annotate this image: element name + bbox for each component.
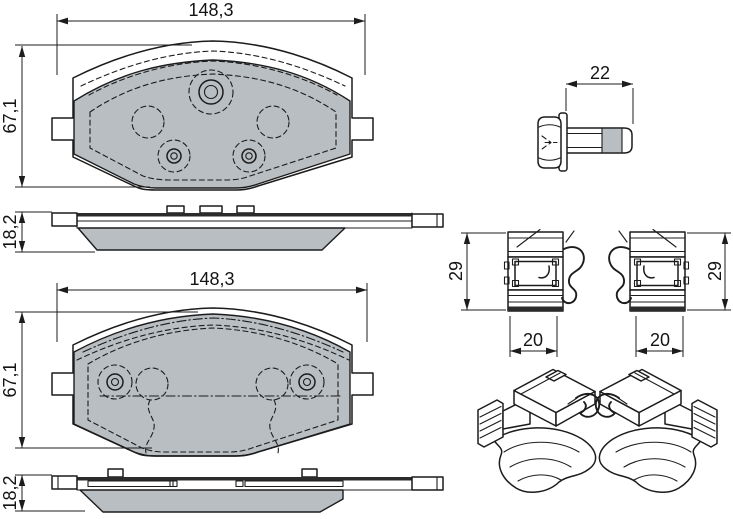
side-ear-left [51, 212, 78, 227]
dim-label-thickness-bottom: 18,2 [0, 475, 20, 510]
clip-3d-right [594, 368, 718, 494]
friction-material-side-bottom [79, 489, 344, 513]
dim-clip-width-left: 20 [509, 316, 558, 357]
dim-width-top: 148,3 [56, 0, 366, 75]
friction-material-top [73, 59, 351, 189]
pad-holes-top [131, 69, 290, 173]
clip-spring-wire [561, 246, 585, 305]
dim-label-width-top: 148,3 [188, 0, 233, 20]
clip-3d-left [477, 368, 601, 494]
dim-thickness-bottom: 18,2 [0, 474, 85, 512]
side-ear-left-2 [51, 475, 78, 490]
pad-front-view-bottom [51, 307, 374, 457]
dim-label-bolt-length: 22 [590, 63, 610, 83]
clip3d-guide-plate [493, 427, 597, 494]
backplate-edge [77, 213, 412, 217]
clip-2d-left [503, 228, 585, 312]
dim-label-clip-width-left: 20 [523, 330, 543, 350]
pad-holes-bottom [97, 364, 325, 401]
dim-clip-height-right: 29 [687, 232, 731, 311]
dim-height-bottom: 67,1 [0, 311, 198, 449]
pad-front-view-top [51, 40, 374, 191]
friction-inner-contour-top [89, 73, 337, 181]
friction-inner-contour-bottom [87, 327, 339, 453]
clip-2d-right [608, 228, 690, 312]
pad-side-view-bottom [51, 468, 444, 513]
bolt-view: 22 [537, 63, 634, 172]
dim-height-top: 67,1 [0, 44, 192, 188]
backplate-edge-2 [77, 477, 412, 481]
clip3d-hook [575, 393, 601, 418]
side-ear-right [411, 213, 444, 228]
dim-thickness-top: 18,2 [0, 211, 95, 253]
dim-label-height-bottom: 67,1 [0, 362, 20, 397]
dim-label-width-bottom: 148,3 [189, 269, 234, 289]
clip3d-ear [477, 399, 504, 448]
bolt-thread-zone [602, 128, 622, 153]
dim-label-clip-width-right: 20 [650, 330, 670, 350]
backing-plate-outline-top [51, 40, 374, 191]
dim-label-clip-height-left: 29 [446, 261, 466, 281]
pad-side-view-top [51, 205, 444, 251]
dim-label-clip-height-right: 29 [705, 261, 725, 281]
friction-material-side-top [77, 227, 346, 251]
side-ear-right-2 [411, 476, 444, 491]
bolt-shaft [566, 127, 633, 154]
dim-label-height-top: 67,1 [0, 98, 20, 133]
dim-clip-width-right: 20 [635, 316, 684, 357]
dim-label-thickness-top: 18,2 [0, 214, 20, 249]
dim-clip-height-left: 29 [446, 232, 506, 311]
backing-plate-outline-bottom [51, 307, 374, 457]
clip3d-channel-top [513, 368, 596, 414]
